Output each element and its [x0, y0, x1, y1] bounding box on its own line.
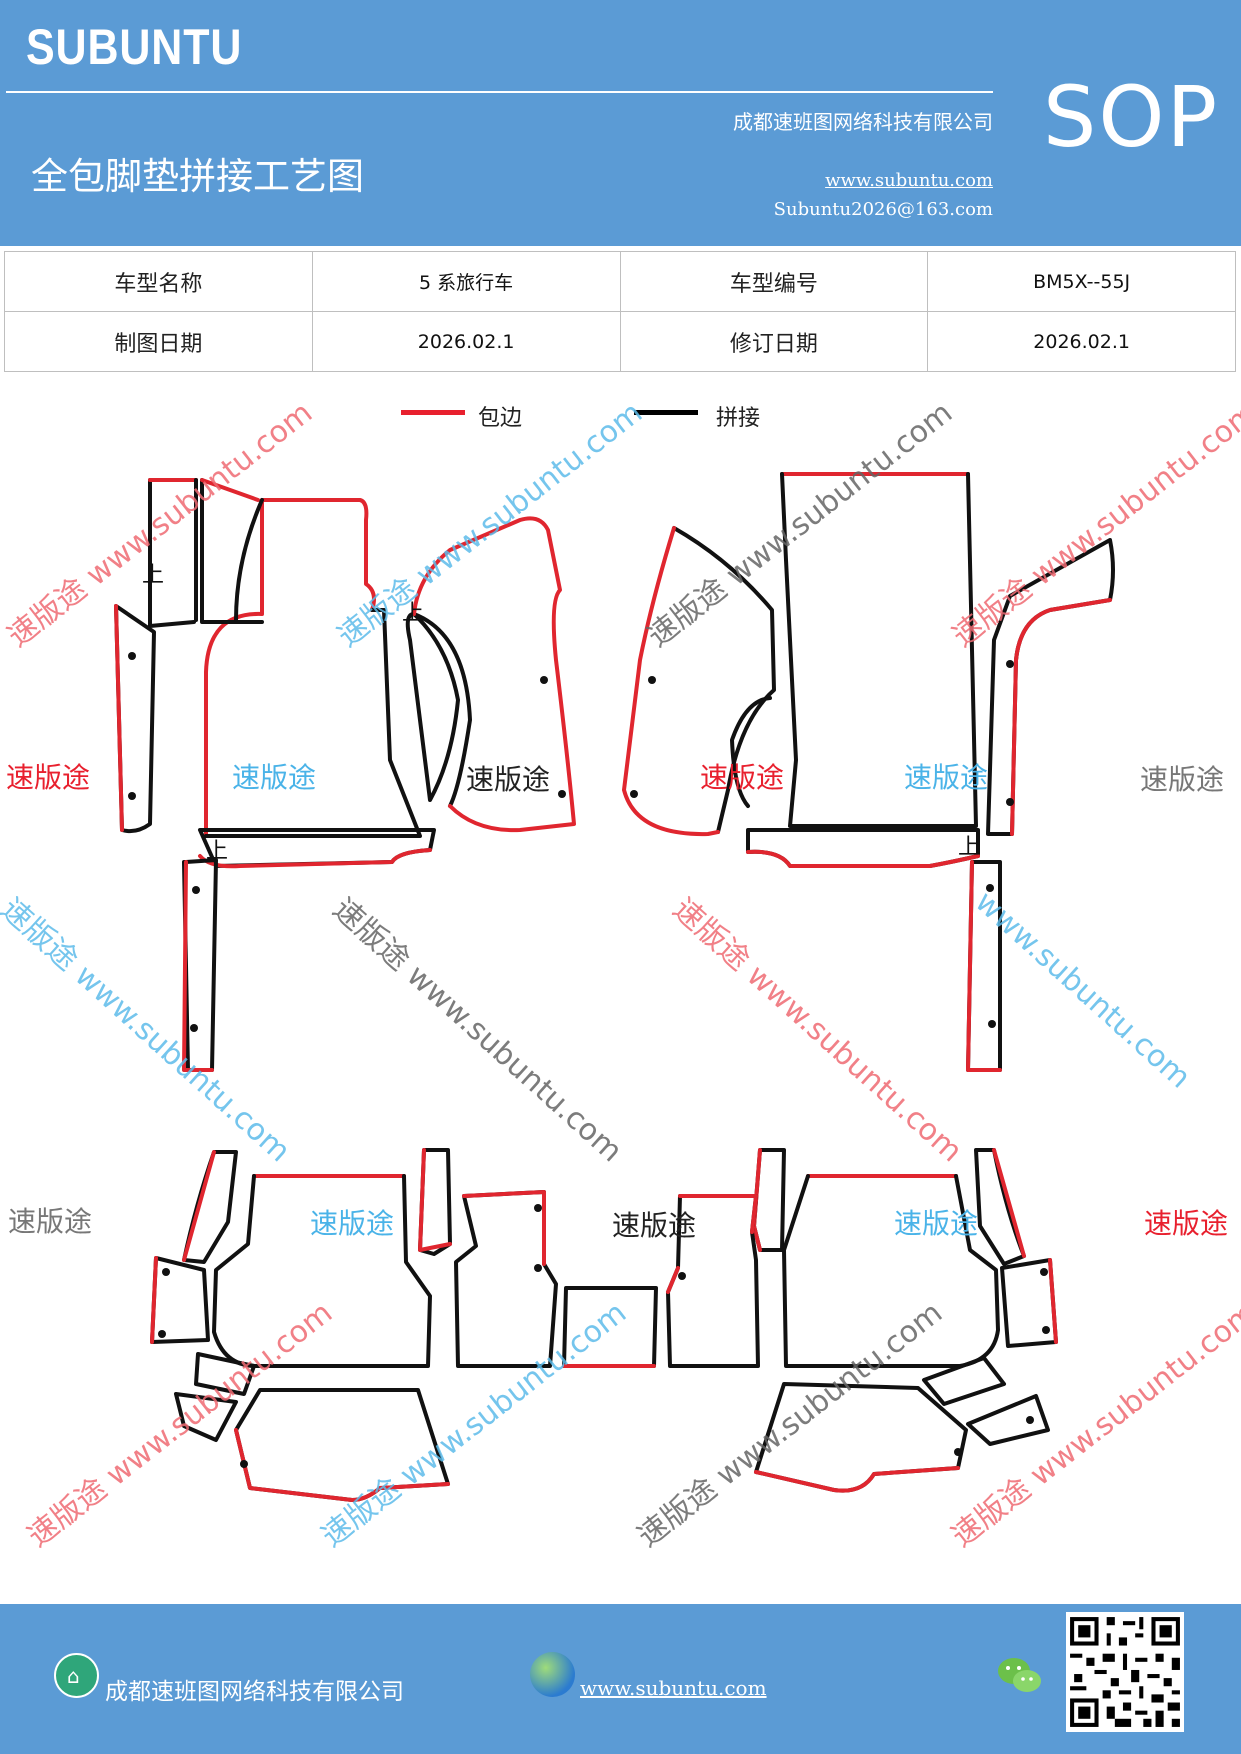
- watermark: 速版途: [232, 761, 317, 794]
- brand-logo: SUBUNTU: [26, 19, 243, 75]
- doc-type-label: SOP: [1043, 68, 1220, 166]
- company-name: 成都速班图网络科技有限公司: [733, 110, 993, 134]
- footer-banner: ⌂ 成都速班图网络科技有限公司 www.subuntu.com: [0, 1604, 1241, 1754]
- piece-marker: 上: [142, 563, 164, 588]
- piece-marker: 上: [402, 601, 424, 626]
- watermark: 速版途: [6, 761, 91, 794]
- email-address: Subuntu2026@163.com: [773, 199, 993, 220]
- watermark: 速版途: [8, 1205, 93, 1238]
- watermark: 速版途: [466, 763, 551, 796]
- header-divider: [6, 91, 993, 93]
- qr-code: [1066, 1612, 1184, 1732]
- header-banner: SUBUNTU SOP 成都速班图网络科技有限公司 全包脚垫拼接工艺图 www.…: [0, 0, 1241, 246]
- watermark: 速版途: [310, 1207, 395, 1240]
- piece-marker: 上: [206, 839, 228, 864]
- model-code-value: BM5X--55J: [927, 251, 1236, 312]
- piece-marker: 上: [958, 835, 980, 860]
- table-row: 车型名称 5 系旅行车 车型编号 BM5X--55J: [4, 251, 1236, 312]
- watermark: 速版途: [1140, 763, 1225, 796]
- rear-right-mat: [666, 1148, 1058, 1493]
- draw-date-value: 2026.02.1: [311, 311, 621, 372]
- home-icon: ⌂: [54, 1653, 99, 1698]
- legend-seam-label: 拼接: [716, 406, 761, 431]
- wechat-icon: [998, 1658, 1041, 1692]
- model-name-label: 车型名称: [4, 251, 313, 312]
- revise-date-value: 2026.02.1: [927, 311, 1236, 372]
- draw-date-label: 制图日期: [4, 311, 313, 372]
- website-link[interactable]: www.subuntu.com: [825, 170, 993, 191]
- legend-edge-label: 包边: [478, 406, 523, 431]
- revise-date-label: 修订日期: [619, 311, 929, 372]
- model-name-value: 5 系旅行车: [311, 251, 621, 312]
- legend-edge-swatch: [401, 410, 465, 415]
- footer-website-link[interactable]: www.subuntu.com: [580, 1676, 767, 1700]
- vehicle-info-table: 车型名称 5 系旅行车 车型编号 BM5X--55J 制图日期 2026.02.…: [4, 251, 1236, 372]
- watermark: 速版途: [700, 761, 785, 794]
- floor-mat-diagram: 上 上 上 上: [114, 472, 1115, 1502]
- front-right-mat: [622, 472, 1115, 1072]
- watermark: 速版途: [1144, 1207, 1229, 1240]
- page-title: 全包脚垫拼接工艺图: [31, 155, 364, 198]
- table-row: 制图日期 2026.02.1 修订日期 2026.02.1: [4, 311, 1236, 372]
- globe-icon: [530, 1652, 575, 1697]
- legend-seam-swatch: [634, 410, 698, 415]
- footer-company-name: 成都速班图网络科技有限公司: [105, 1679, 404, 1705]
- alignment-dots: [128, 652, 1050, 1468]
- watermark: 速版途: [894, 1207, 979, 1240]
- front-left-mat: [114, 478, 576, 1072]
- model-code-label: 车型编号: [619, 251, 929, 312]
- rear-left-mat: [150, 1148, 658, 1502]
- watermark: 速版途: [904, 761, 989, 794]
- watermark: 速版途: [612, 1209, 697, 1242]
